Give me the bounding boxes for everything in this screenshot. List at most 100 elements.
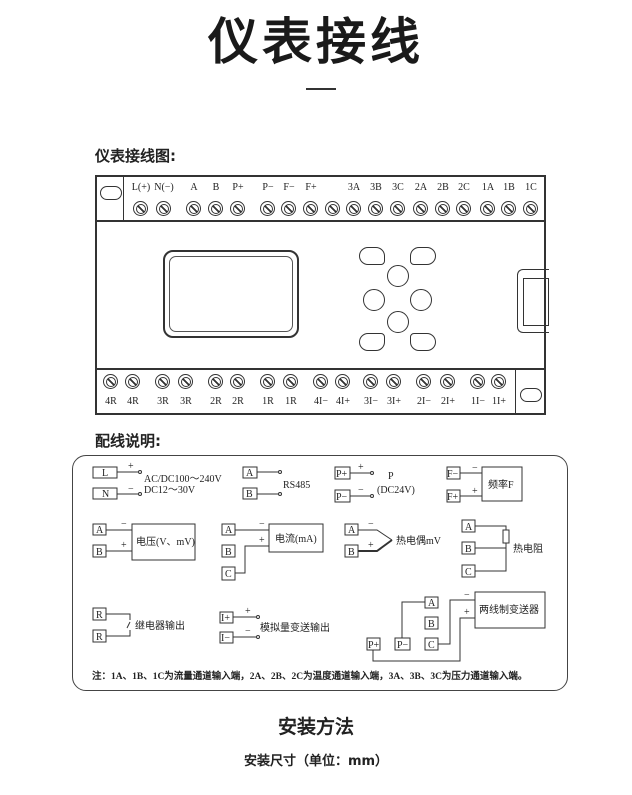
- terminal-screw: [230, 374, 245, 389]
- key-down: [387, 311, 409, 333]
- svg-text:−: −: [472, 463, 478, 474]
- svg-text:A: A: [465, 522, 473, 533]
- svg-text:+: +: [358, 462, 364, 473]
- svg-text:A: A: [96, 525, 104, 536]
- svg-text:模拟量变送输出: 模拟量变送输出: [260, 621, 330, 634]
- terminal-label: 3R: [180, 396, 192, 407]
- terminal-screw: [208, 374, 223, 389]
- svg-text:热电偶mV: 热电偶mV: [396, 534, 442, 547]
- svg-text:A: A: [348, 525, 356, 536]
- terminal-label: 1C: [525, 182, 537, 193]
- terminal-label: 1A: [481, 182, 495, 193]
- svg-text:I−: I−: [221, 633, 230, 644]
- terminal-label: 4I+: [336, 396, 350, 407]
- terminal-label: 3I+: [387, 396, 401, 407]
- terminal-label: 4R: [127, 396, 139, 407]
- terminal-label: 2C: [458, 182, 470, 193]
- terminal-screw: [346, 201, 361, 216]
- install-subheading: 安装尺寸（单位：mm）: [243, 754, 389, 769]
- display-screen: [163, 250, 299, 338]
- svg-text:A: A: [225, 525, 233, 536]
- svg-text:−: −: [128, 484, 134, 495]
- svg-text:P−: P−: [397, 640, 409, 651]
- terminal-screw: [155, 374, 170, 389]
- svg-text:P+: P+: [336, 469, 348, 480]
- terminal-screw: [303, 201, 318, 216]
- terminal-label: 2B: [437, 182, 449, 193]
- terminal-screw: [325, 201, 340, 216]
- svg-text:B: B: [348, 547, 355, 558]
- explain-heading: 配线说明:: [95, 432, 161, 450]
- note-text: 注：1A、1B、1C为流量通道输入端，2A、2B、2C为温度通道输入端，3A、3…: [92, 670, 527, 682]
- relay-wiring: RR 继电器输出: [92, 607, 185, 643]
- terminal-screw: [435, 201, 450, 216]
- svg-text:F−: F−: [447, 469, 459, 480]
- terminal-label: L(+): [131, 182, 151, 193]
- side-connector: [517, 269, 549, 333]
- terminal-screw: [103, 374, 118, 389]
- svg-text:热电阻: 热电阻: [513, 542, 543, 555]
- terminal-screw: [440, 374, 455, 389]
- svg-text:电压(V、mV): 电压(V、mV): [136, 535, 195, 548]
- svg-text:C: C: [225, 569, 232, 580]
- key-top-left: [359, 247, 385, 265]
- svg-text:P: P: [388, 471, 394, 482]
- rs485-wiring: AB RS485: [242, 466, 310, 500]
- terminal-screw: [368, 201, 383, 216]
- terminal-label: 4I−: [314, 396, 328, 407]
- terminal-label: 2R: [210, 396, 222, 407]
- key-top-right: [410, 247, 436, 265]
- svg-text:电流(mA): 电流(mA): [275, 532, 317, 545]
- terminal-screw: [413, 201, 428, 216]
- svg-text:P−: P−: [336, 492, 348, 503]
- terminal-label: 3R: [157, 396, 169, 407]
- terminal-screw: [283, 374, 298, 389]
- terminal-screw: [156, 201, 171, 216]
- terminal-label: 1R: [285, 396, 297, 407]
- terminal-screw: [186, 201, 201, 216]
- strip-end: [515, 370, 544, 413]
- terminal-label: 3C: [392, 182, 404, 193]
- svg-text:B: B: [246, 489, 253, 500]
- two-wire-transmitter-wiring: ABC P+P− −+ 两线制变送器: [366, 590, 546, 662]
- terminal-screw: [386, 374, 401, 389]
- wiring-heading: 仪表接线图:: [95, 147, 176, 165]
- current-wiring: ABC −+ 电流(mA): [221, 519, 324, 581]
- svg-text:频率F: 频率F: [488, 478, 514, 491]
- strip-end: [97, 177, 124, 220]
- terminal-label: 2I−: [417, 396, 431, 407]
- svg-text:两线制变送器: 两线制变送器: [479, 603, 539, 616]
- svg-text:R: R: [96, 610, 103, 621]
- svg-text:N: N: [102, 489, 109, 500]
- pressure-power-wiring: P+P− +− P(DC24V): [334, 462, 415, 503]
- thermocouple-wiring: AB −+ 热电偶mV: [344, 519, 442, 558]
- terminal-label: P−: [262, 182, 274, 193]
- svg-text:P+: P+: [368, 640, 380, 651]
- svg-text:DC12～30V: DC12～30V: [144, 485, 196, 496]
- svg-text:A: A: [246, 468, 254, 479]
- svg-text:−: −: [464, 590, 470, 601]
- terminal-label: 1R: [262, 396, 274, 407]
- svg-text:L: L: [102, 468, 108, 479]
- svg-text:−: −: [259, 519, 265, 530]
- svg-text:AC/DC100～240V: AC/DC100～240V: [144, 474, 223, 485]
- frequency-wiring: F−F+ −+ 频率F: [446, 463, 523, 503]
- terminal-screw: [230, 201, 245, 216]
- terminal-label: A: [190, 182, 198, 193]
- svg-text:+: +: [245, 606, 251, 617]
- svg-text:C: C: [428, 640, 435, 651]
- key-bottom-right: [410, 333, 436, 351]
- terminal-label: 1I+: [492, 396, 506, 407]
- terminal-label: B: [212, 182, 220, 193]
- terminal-screw: [390, 201, 405, 216]
- terminal-label: 1B: [503, 182, 515, 193]
- svg-text:+: +: [128, 461, 134, 472]
- install-heading: 安装方法: [277, 716, 354, 738]
- terminal-screw: [260, 201, 275, 216]
- svg-text:I+: I+: [221, 613, 230, 624]
- svg-text:C: C: [465, 567, 472, 578]
